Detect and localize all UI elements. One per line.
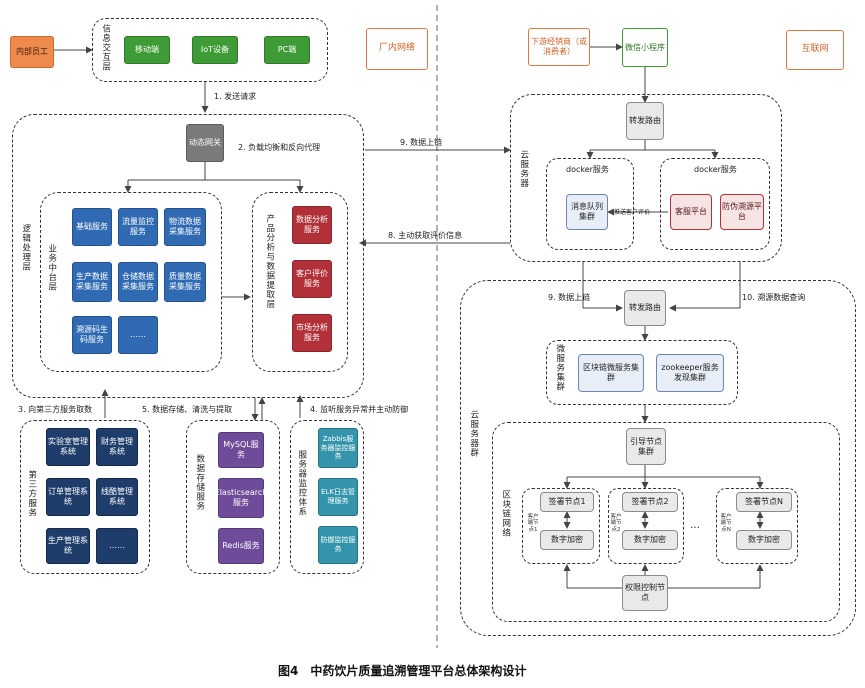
order-system-node: 订单管理系统 (46, 478, 90, 516)
client-node-n-label: 客户端节点N (720, 514, 732, 533)
edge-label-chain-2: 9. 数据上链 (548, 293, 591, 302)
trace-code-node: 溯源码生码服务 (72, 316, 112, 354)
third-party-more-node: …… (96, 528, 138, 564)
anti-counterfeit-platform-node: 防伪溯源平台 (720, 194, 764, 230)
blockchain-network-title: 区块链网络 (500, 490, 511, 538)
signing-node-2: 签署节点2 (622, 492, 678, 512)
edge-label-chain-1: 9. 数据上链 (400, 138, 443, 147)
storage-title: 数据存储服务 (194, 454, 205, 511)
logic-layer (12, 114, 364, 398)
intranet-zone-label: 厂内网络 (366, 28, 428, 70)
logistics-data-node: 物流数据采集服务 (164, 208, 206, 246)
market-analysis-node: 市场分析服务 (292, 314, 332, 352)
defense-monitor-node: 防御监控服务 (318, 526, 358, 564)
forward-router-2: 转发路由 (624, 290, 666, 326)
signing-node-n: 签署节点N (736, 492, 792, 512)
signing-node-1: 签署节点1 (540, 492, 594, 512)
monitor-layer (290, 420, 364, 574)
docker-left-title: docker服务 (566, 165, 609, 174)
cloud-server-group (460, 280, 856, 636)
mysql-node: MySQL服务 (218, 432, 264, 468)
microservice-cluster (546, 340, 738, 405)
distributor-node: 下游经销商（或消费者） (528, 28, 590, 66)
basic-service-node: 基础服务 (72, 208, 112, 246)
data-analysis-node: 数据分析服务 (292, 206, 332, 244)
internal-staff-node: 内部员工 (10, 36, 54, 68)
cloud-server-1-title: 云服务器 (518, 150, 529, 188)
monitor-title: 服务器监控体系 (296, 450, 307, 517)
edge-label-trace-query: 10. 溯源数据查询 (742, 293, 806, 302)
interaction-layer (92, 18, 328, 82)
elk-node: ELK日志管理服务 (318, 478, 358, 516)
signing-node-n-box (716, 488, 798, 564)
client-node-1-label: 客户端节点1 (527, 514, 539, 533)
redis-node: Redis服务 (218, 528, 264, 564)
dynamic-gateway-node: 动态网关 (186, 124, 224, 162)
iot-node: IoT设备 (192, 36, 238, 64)
microservice-cluster-title: 微服务集群 (554, 344, 565, 392)
crypto-node-n: 数字加密 (736, 530, 792, 550)
pc-node: PC端 (264, 36, 310, 64)
edge-label-fetch-reviews: 8. 主动获取评价信息 (388, 231, 463, 240)
mobile-node: 移动端 (124, 36, 170, 64)
signing-node-1-box (522, 488, 600, 564)
message-queue-node: 消息队列集群 (566, 194, 608, 230)
cloud-server-group-title: 云服务器群 (468, 410, 479, 458)
internet-zone-label: 互联网 (786, 30, 844, 70)
zookeeper-node: zookeeper服务发现集群 (656, 354, 724, 392)
analytics-layer-title: 产品分析与数据提取层 (264, 214, 275, 309)
edge-label-load-balance: 2. 负载均衡和反向代理 (238, 143, 321, 152)
customer-review-node: 客户评价服务 (292, 260, 332, 298)
business-more-node: …… (118, 316, 158, 354)
lab-system-node: 实验室管理系统 (46, 428, 90, 466)
third-party-title: 第三方服务 (26, 470, 37, 518)
signing-node-2-box (608, 488, 684, 564)
push-review-label: 推送客户评价 (614, 209, 651, 216)
docker-service-left (546, 158, 634, 250)
line-system-node: 线酷管理系统 (96, 478, 138, 516)
cloud-server-1 (510, 94, 782, 262)
forward-router-1: 转发路由 (626, 102, 664, 140)
business-layer-title: 业务中台层 (46, 244, 57, 292)
customer-service-platform-node: 客服平台 (670, 194, 712, 230)
blockchain-microservice-node: 区块链微服务集群 (578, 354, 644, 392)
permission-control-node: 权限控制节点 (622, 575, 668, 611)
edge-label-send-request: 1. 发送请求 (214, 92, 257, 101)
storage-data-node: 仓储数据采集服务 (118, 262, 158, 302)
third-party-layer (20, 420, 150, 574)
production-data-node: 生产数据采集服务 (72, 262, 112, 302)
interaction-layer-title: 信息交互层 (100, 24, 111, 72)
quality-data-node: 质量数据采集服务 (164, 262, 206, 302)
analytics-layer (252, 192, 348, 372)
zabbix-node: Zabbis服务器监控服务 (318, 428, 358, 468)
edge-label-monitor: 4. 监听服务异常并主动防御 (310, 405, 409, 414)
elasticsearch-node: Elasticsearch服务 (215, 478, 267, 518)
production-system-node: 生产管理系统 (46, 528, 90, 564)
storage-layer (186, 420, 280, 574)
wechat-miniprogram-node: 微信小程序 (622, 28, 668, 67)
client-node-2-label: 客户端节点2 (610, 514, 622, 533)
business-layer (40, 192, 222, 372)
docker-right-title: docker服务 (694, 165, 737, 174)
traffic-monitor-node: 流量监控服务 (118, 208, 158, 246)
edge-label-third-party: 3. 向第三方服务取数 (18, 405, 93, 414)
logic-layer-title: 逻辑处理层 (20, 224, 31, 272)
edge-label-storage: 5. 数据存储、清洗与提取 (142, 405, 233, 414)
node-ellipsis: … (690, 520, 700, 531)
crypto-node-1: 数字加密 (540, 530, 594, 550)
docker-service-right (660, 158, 770, 250)
figure-caption: 图4 中药饮片质量追溯管理平台总体架构设计 (278, 664, 527, 678)
guide-node-cluster: 引导节点集群 (626, 428, 666, 465)
crypto-node-2: 数字加密 (622, 530, 678, 550)
blockchain-network (492, 422, 840, 622)
finance-system-node: 财务管理系统 (96, 428, 138, 466)
